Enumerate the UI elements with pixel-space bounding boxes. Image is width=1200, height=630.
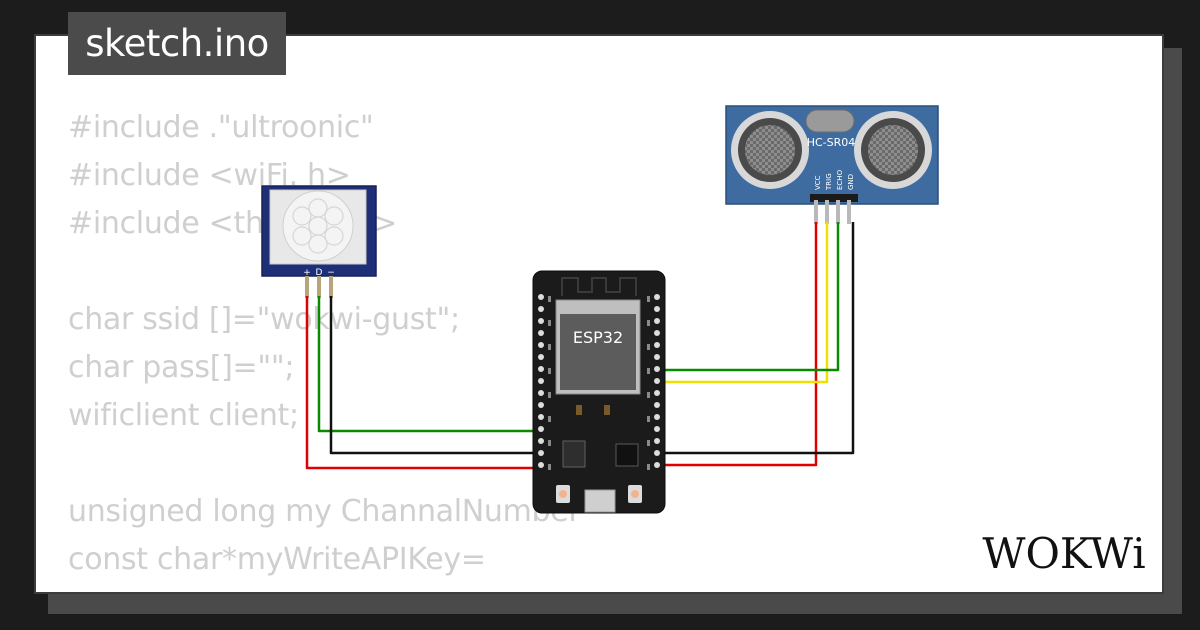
capacitor xyxy=(604,405,610,415)
regulator xyxy=(562,440,586,468)
code-preview: #include ."ultroonic" #include <wiFi. h>… xyxy=(68,104,581,584)
wire-us-echo xyxy=(657,222,840,372)
pir-pins xyxy=(305,276,333,298)
ultrasonic-pins xyxy=(814,200,851,224)
esp32-label: ESP32 xyxy=(573,328,623,347)
wire-pir-vcc xyxy=(305,296,541,470)
code-line: const char*myWriteAPIKey= xyxy=(68,542,486,577)
pin-label-echo: ECHO xyxy=(836,169,844,190)
pin-label-vcc: VCC xyxy=(814,175,822,190)
usb-chip xyxy=(615,443,639,467)
pir-pin-label-vcc: + xyxy=(303,268,311,278)
wokwi-logo: WOKWi xyxy=(982,529,1145,576)
wire-pir-data xyxy=(317,296,541,433)
ultrasonic-sensor[interactable]: HC-SR04 VCC TRIG ECHO GND xyxy=(725,105,939,224)
boot-button[interactable] xyxy=(556,485,570,503)
pir-pin-label-gnd: − xyxy=(327,268,335,278)
project-title: sketch.ino xyxy=(68,12,286,75)
code-line: char pass[]=""; xyxy=(68,350,295,385)
capacitor xyxy=(576,405,582,415)
reset-button[interactable] xyxy=(628,485,642,503)
pin-label-trig: TRIG xyxy=(825,173,833,191)
wires xyxy=(305,222,855,470)
transducer-right xyxy=(854,111,932,189)
pir-pin-label-data: D xyxy=(316,268,323,278)
wire-pir-gnd xyxy=(329,296,541,455)
wire-us-vcc xyxy=(657,222,818,467)
wokwi-logo-text: WOKWi xyxy=(982,529,1145,576)
pin-header-right xyxy=(654,294,660,468)
code-line: char ssid []="wokwi-gust"; xyxy=(68,302,460,337)
pir-sensor[interactable]: + D − xyxy=(261,185,377,298)
pin-label-gnd: GND xyxy=(847,174,855,190)
pin-header-left xyxy=(538,294,544,468)
esp32-board[interactable]: ESP32 xyxy=(532,270,666,514)
ultrasonic-label: HC-SR04 xyxy=(807,136,856,149)
wire-us-gnd xyxy=(657,222,855,455)
code-line: unsigned long my ChannalNumber xyxy=(68,494,581,529)
code-line: wificlient client; xyxy=(68,398,299,433)
wire-us-trig xyxy=(657,222,829,384)
transducer-left xyxy=(731,111,809,189)
usb-port xyxy=(584,489,616,513)
code-line: #include ."ultroonic" xyxy=(68,110,374,145)
